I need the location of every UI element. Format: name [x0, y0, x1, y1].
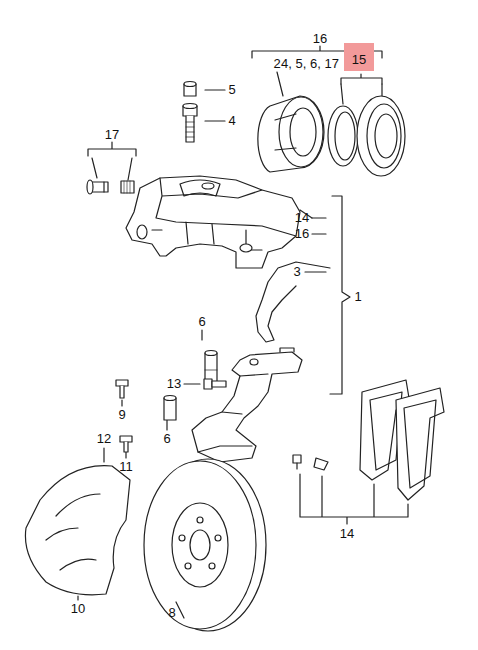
callout-number: 11	[118, 460, 134, 474]
callout-number: 14	[294, 211, 310, 225]
callout-number: 10	[70, 602, 86, 616]
callout-number: 14	[339, 527, 355, 541]
callout-number: 2	[272, 57, 281, 71]
callout-number: 9	[117, 408, 126, 422]
callout-number: 12	[96, 432, 112, 446]
callout-number: 8	[167, 606, 176, 620]
callout-number: 1	[353, 290, 362, 304]
callout-number: 17	[104, 128, 120, 142]
callout-number: 5	[227, 83, 236, 97]
callout-number: 4	[227, 114, 236, 128]
callout-number: 15	[344, 53, 374, 67]
callout-number: 16	[294, 227, 310, 241]
callout-number: 13	[166, 377, 182, 391]
callout-number: 6	[197, 315, 206, 329]
callout-number: 3	[292, 265, 301, 279]
highlight-box: 15	[344, 43, 374, 71]
callout-number: 4, 5, 6, 17	[280, 57, 340, 71]
callout-number: 6	[162, 432, 171, 446]
callout-number: 16	[312, 32, 328, 46]
